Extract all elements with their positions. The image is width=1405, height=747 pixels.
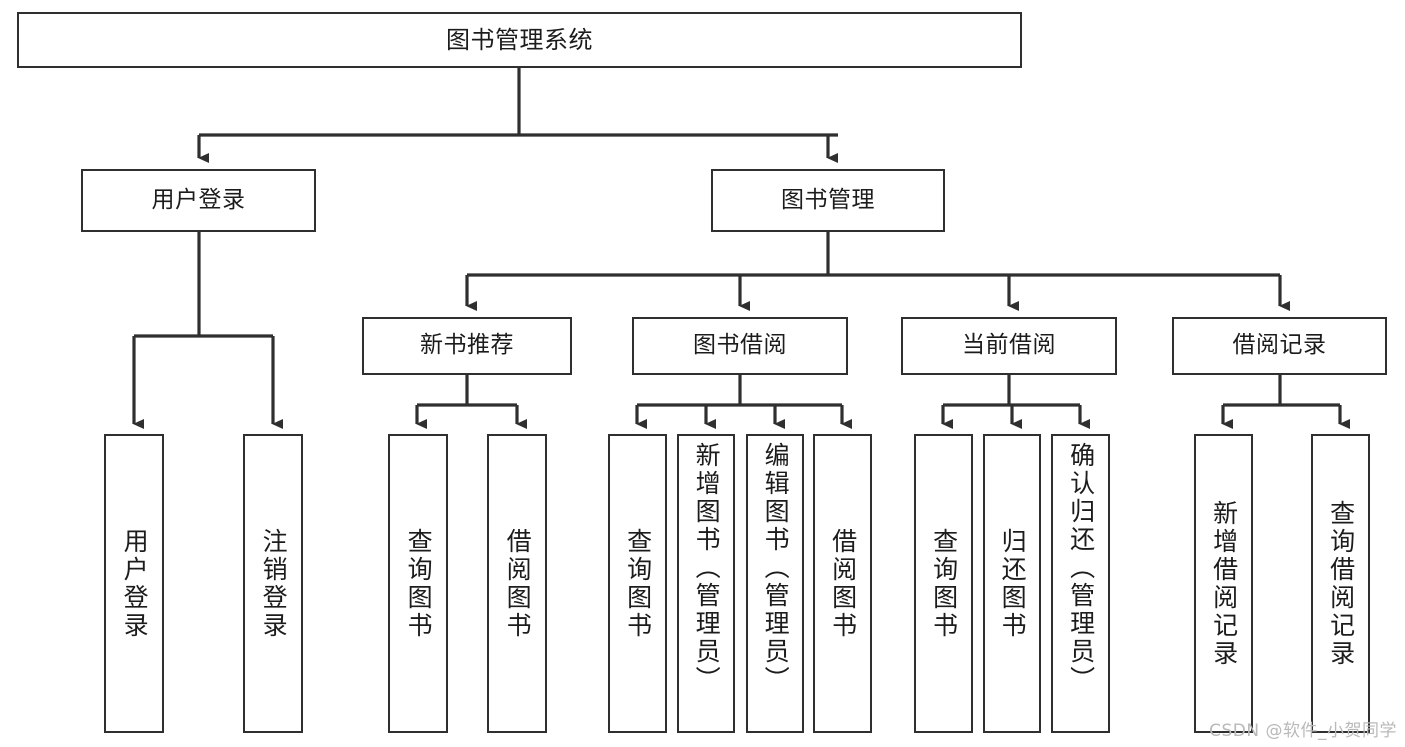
node-borrow-record[interactable]: 借阅记录: [1172, 317, 1387, 375]
leaf-user-login-label: 用户登录: [120, 527, 150, 640]
leaf-add-book-label: 新增图书（管理员）: [692, 442, 722, 694]
leaf-add-book[interactable]: 新增图书（管理员）: [677, 434, 735, 733]
leaf-query-book-3[interactable]: 查询图书: [914, 434, 973, 733]
node-book-manage-label: 图书管理: [781, 186, 875, 213]
watermark-text: CSDN @软件_小贺同学: [1209, 721, 1397, 741]
leaf-return-book[interactable]: 归还图书: [983, 434, 1041, 733]
leaf-confirm-return-label: 确认归还（管理员）: [1066, 442, 1096, 694]
leaf-query-book-1[interactable]: 查询图书: [388, 434, 448, 733]
node-book-manage[interactable]: 图书管理: [711, 169, 945, 232]
node-root-label: 图书管理系统: [446, 25, 593, 54]
leaf-borrow-book-2[interactable]: 借阅图书: [813, 434, 872, 733]
leaf-add-record[interactable]: 新增借阅记录: [1194, 434, 1253, 733]
leaf-query-book-1-label: 查询图书: [404, 527, 434, 640]
leaf-borrow-book-2-label: 借阅图书: [828, 527, 858, 640]
leaf-query-record[interactable]: 查询借阅记录: [1311, 434, 1370, 733]
node-user-login[interactable]: 用户登录: [81, 169, 316, 232]
node-borrow-record-label: 借阅记录: [1232, 332, 1327, 359]
node-book-borrow[interactable]: 图书借阅: [632, 317, 848, 375]
node-current-borrow-label: 当前借阅: [962, 332, 1056, 359]
node-root[interactable]: 图书管理系统: [17, 12, 1022, 68]
leaf-logout[interactable]: 注销登录: [243, 434, 303, 733]
leaf-return-book-label: 归还图书: [998, 527, 1028, 640]
node-new-book-rec[interactable]: 新书推荐: [362, 317, 572, 375]
node-book-borrow-label: 图书借阅: [693, 332, 787, 359]
node-current-borrow[interactable]: 当前借阅: [901, 317, 1117, 375]
leaf-user-login[interactable]: 用户登录: [104, 434, 164, 733]
leaf-query-book-2[interactable]: 查询图书: [608, 434, 667, 733]
leaf-query-record-label: 查询借阅记录: [1326, 499, 1356, 668]
leaf-edit-book[interactable]: 编辑图书（管理员）: [746, 434, 804, 733]
leaf-borrow-book-1[interactable]: 借阅图书: [487, 434, 547, 733]
leaf-query-book-3-label: 查询图书: [929, 527, 959, 640]
leaf-logout-label: 注销登录: [259, 527, 289, 640]
node-user-login-label: 用户登录: [151, 186, 246, 213]
leaf-add-record-label: 新增借阅记录: [1209, 499, 1239, 668]
leaf-query-book-2-label: 查询图书: [623, 527, 653, 640]
leaf-confirm-return[interactable]: 确认归还（管理员）: [1051, 434, 1110, 733]
node-new-book-rec-label: 新书推荐: [420, 332, 514, 359]
leaf-edit-book-label: 编辑图书（管理员）: [761, 442, 791, 694]
leaf-borrow-book-1-label: 借阅图书: [503, 527, 533, 640]
